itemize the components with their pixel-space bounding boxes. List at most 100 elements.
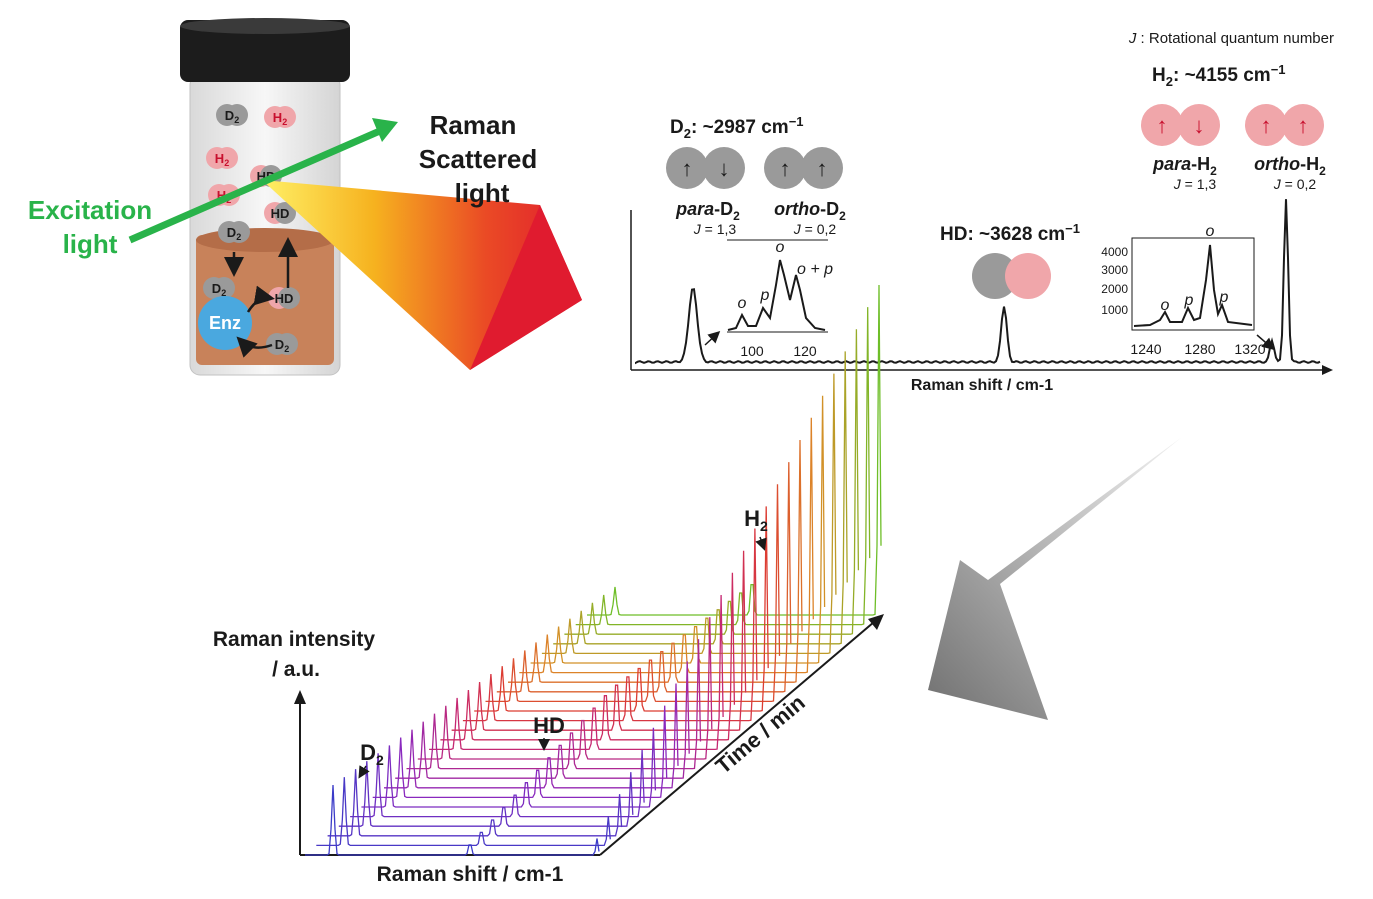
ortho-d2-molecule: ↑ ↑ — [764, 147, 843, 189]
vial-molecule-d2: D2 — [203, 277, 235, 299]
d2-inset-tick-2: 120 — [793, 343, 817, 359]
svg-text:↑: ↑ — [1157, 113, 1168, 138]
vial-molecule-hd: HD — [264, 202, 296, 224]
vial-molecule-label: HD — [271, 206, 290, 221]
waterfall-d2-label: D2 — [360, 740, 384, 768]
spectrum-x-label: Raman shift / cm-1 — [911, 377, 1053, 394]
ortho-h2-j: J = 0,2 — [1273, 176, 1317, 192]
para-d2-molecule: ↑ ↓ — [666, 147, 745, 189]
waterfall-trace — [350, 749, 645, 818]
h2-inset-ytick-4: 1000 — [1101, 303, 1128, 317]
excitation-label-1: Excitation — [28, 195, 152, 225]
d2-inset-peak-o2: o — [776, 239, 785, 256]
waterfall-y-label-2: / a.u. — [272, 658, 320, 681]
svg-text:↑: ↑ — [817, 156, 828, 181]
waterfall-trace — [587, 284, 882, 616]
h2-inset-tick-2: 1280 — [1184, 341, 1215, 357]
waterfall-hd-label: HD — [533, 713, 565, 738]
raman-label-2: Scattered — [419, 144, 538, 174]
h2-inset-peak-p2: p — [1219, 289, 1229, 306]
waterfall-trace — [575, 307, 871, 626]
waterfall-trace — [372, 705, 668, 799]
raman-label-1: Raman — [430, 110, 517, 140]
hd-molecule — [972, 253, 1051, 299]
vial-molecule-h2: H2 — [264, 106, 296, 128]
h2-inset-trace — [1133, 244, 1253, 327]
waterfall-plot — [294, 284, 884, 856]
enzyme-label: Enz — [209, 313, 241, 333]
svg-text:↑: ↑ — [1261, 113, 1272, 138]
para-h2-molecule: ↑ ↓ — [1141, 104, 1220, 146]
waterfall-h2-label: H2 — [744, 506, 768, 534]
h2-inset-ytick-2: 3000 — [1101, 263, 1128, 277]
h2-header: H2: ~4155 cm−1 — [1152, 62, 1286, 89]
waterfall-trace — [508, 439, 803, 683]
excitation-arrowhead — [372, 118, 398, 142]
waterfall-trace — [553, 351, 848, 645]
d2-inset: o p o o + p 100 120 — [704, 239, 833, 359]
h2-inset-peak-o1: o — [1161, 297, 1170, 314]
vial-molecule-h2: H2 — [206, 147, 238, 169]
h2-inset: o p o p 4000 3000 2000 1000 1240 1280 13… — [1101, 223, 1275, 357]
waterfall-x-label: Raman shift / cm-1 — [377, 863, 564, 886]
d2-inset-trace — [727, 259, 826, 331]
svg-text:↑: ↑ — [1298, 113, 1309, 138]
waterfall-trace — [305, 784, 600, 856]
waterfall-trace — [440, 572, 736, 741]
waterfall-trace — [327, 769, 623, 837]
waterfall-trace — [316, 777, 611, 847]
scattered-light-arrowhead — [470, 205, 582, 370]
reaction-arrow-d2-enz — [236, 336, 273, 358]
waterfall-time-label: Time / min — [711, 690, 810, 779]
ortho-d2-j: J = 0,2 — [793, 221, 837, 237]
waterfall-trace — [541, 373, 837, 655]
ortho-h2-molecule: ↑ ↑ — [1245, 104, 1324, 146]
excitation-label-2: light — [63, 229, 118, 259]
j-note: J : Rotational quantum number — [1128, 30, 1334, 47]
h2-inset-peak-o2: o — [1206, 223, 1215, 240]
vial-molecule-hd: HD — [268, 287, 300, 309]
spectrum-trace — [635, 199, 1321, 365]
para-h2-label: para-H2 — [1152, 154, 1217, 178]
flow-arrow — [928, 437, 1182, 720]
h2-inset-tick-3: 1320 — [1234, 341, 1265, 357]
h2-inset-peak-p1: p — [1184, 292, 1194, 309]
waterfall-trace — [361, 727, 657, 808]
vial-molecule-label: HD — [275, 291, 294, 306]
waterfall-trace — [485, 484, 781, 703]
sample-vial: D2H2H2HDH2HDD2D2HDD2 Enz — [180, 18, 350, 376]
para-d2-j: J = 1,3 — [693, 221, 737, 237]
waterfall-y-label-1: Raman intensity — [213, 628, 376, 651]
vial-molecule-d2: D2 — [216, 104, 248, 126]
waterfall-trace — [451, 550, 747, 731]
d2-inset-peak-p: p — [760, 287, 770, 304]
waterfall-trace — [564, 329, 860, 635]
ortho-h2-label: ortho-H2 — [1254, 154, 1326, 178]
svg-text:↓: ↓ — [1194, 113, 1205, 138]
d2-header: D2: ~2987 cm−1 — [670, 114, 804, 141]
svg-text:↓: ↓ — [719, 156, 730, 181]
d2-inset-tick-1: 100 — [740, 343, 764, 359]
waterfall-trace — [474, 506, 769, 712]
svg-text:↑: ↑ — [780, 156, 791, 181]
excitation-beam — [128, 126, 384, 244]
raman-label-3: light — [455, 178, 510, 208]
waterfall-trace — [338, 761, 634, 827]
svg-text:↑: ↑ — [682, 156, 693, 181]
d2-inset-peak-o1: o — [738, 295, 747, 312]
vial-molecule-d2: D2 — [218, 221, 250, 243]
ortho-d2-label: ortho-D2 — [774, 199, 846, 223]
h2-inset-ytick-1: 4000 — [1101, 245, 1128, 259]
h2-inset-tick-1: 1240 — [1130, 341, 1161, 357]
waterfall-time-axis — [599, 621, 875, 856]
hd-header: HD: ~3628 cm−1 — [940, 221, 1080, 245]
waterfall-trace — [395, 661, 690, 779]
waterfall-trace — [530, 395, 826, 664]
vial-cap — [180, 20, 350, 82]
vial-molecule-d2: D2 — [266, 333, 298, 355]
reaction-arrow-enz-hd — [246, 285, 275, 313]
para-h2-j: J = 1,3 — [1173, 176, 1217, 192]
h2-inset-ytick-3: 2000 — [1101, 282, 1128, 296]
waterfall-trace — [496, 462, 792, 693]
waterfall-trace — [384, 683, 679, 789]
